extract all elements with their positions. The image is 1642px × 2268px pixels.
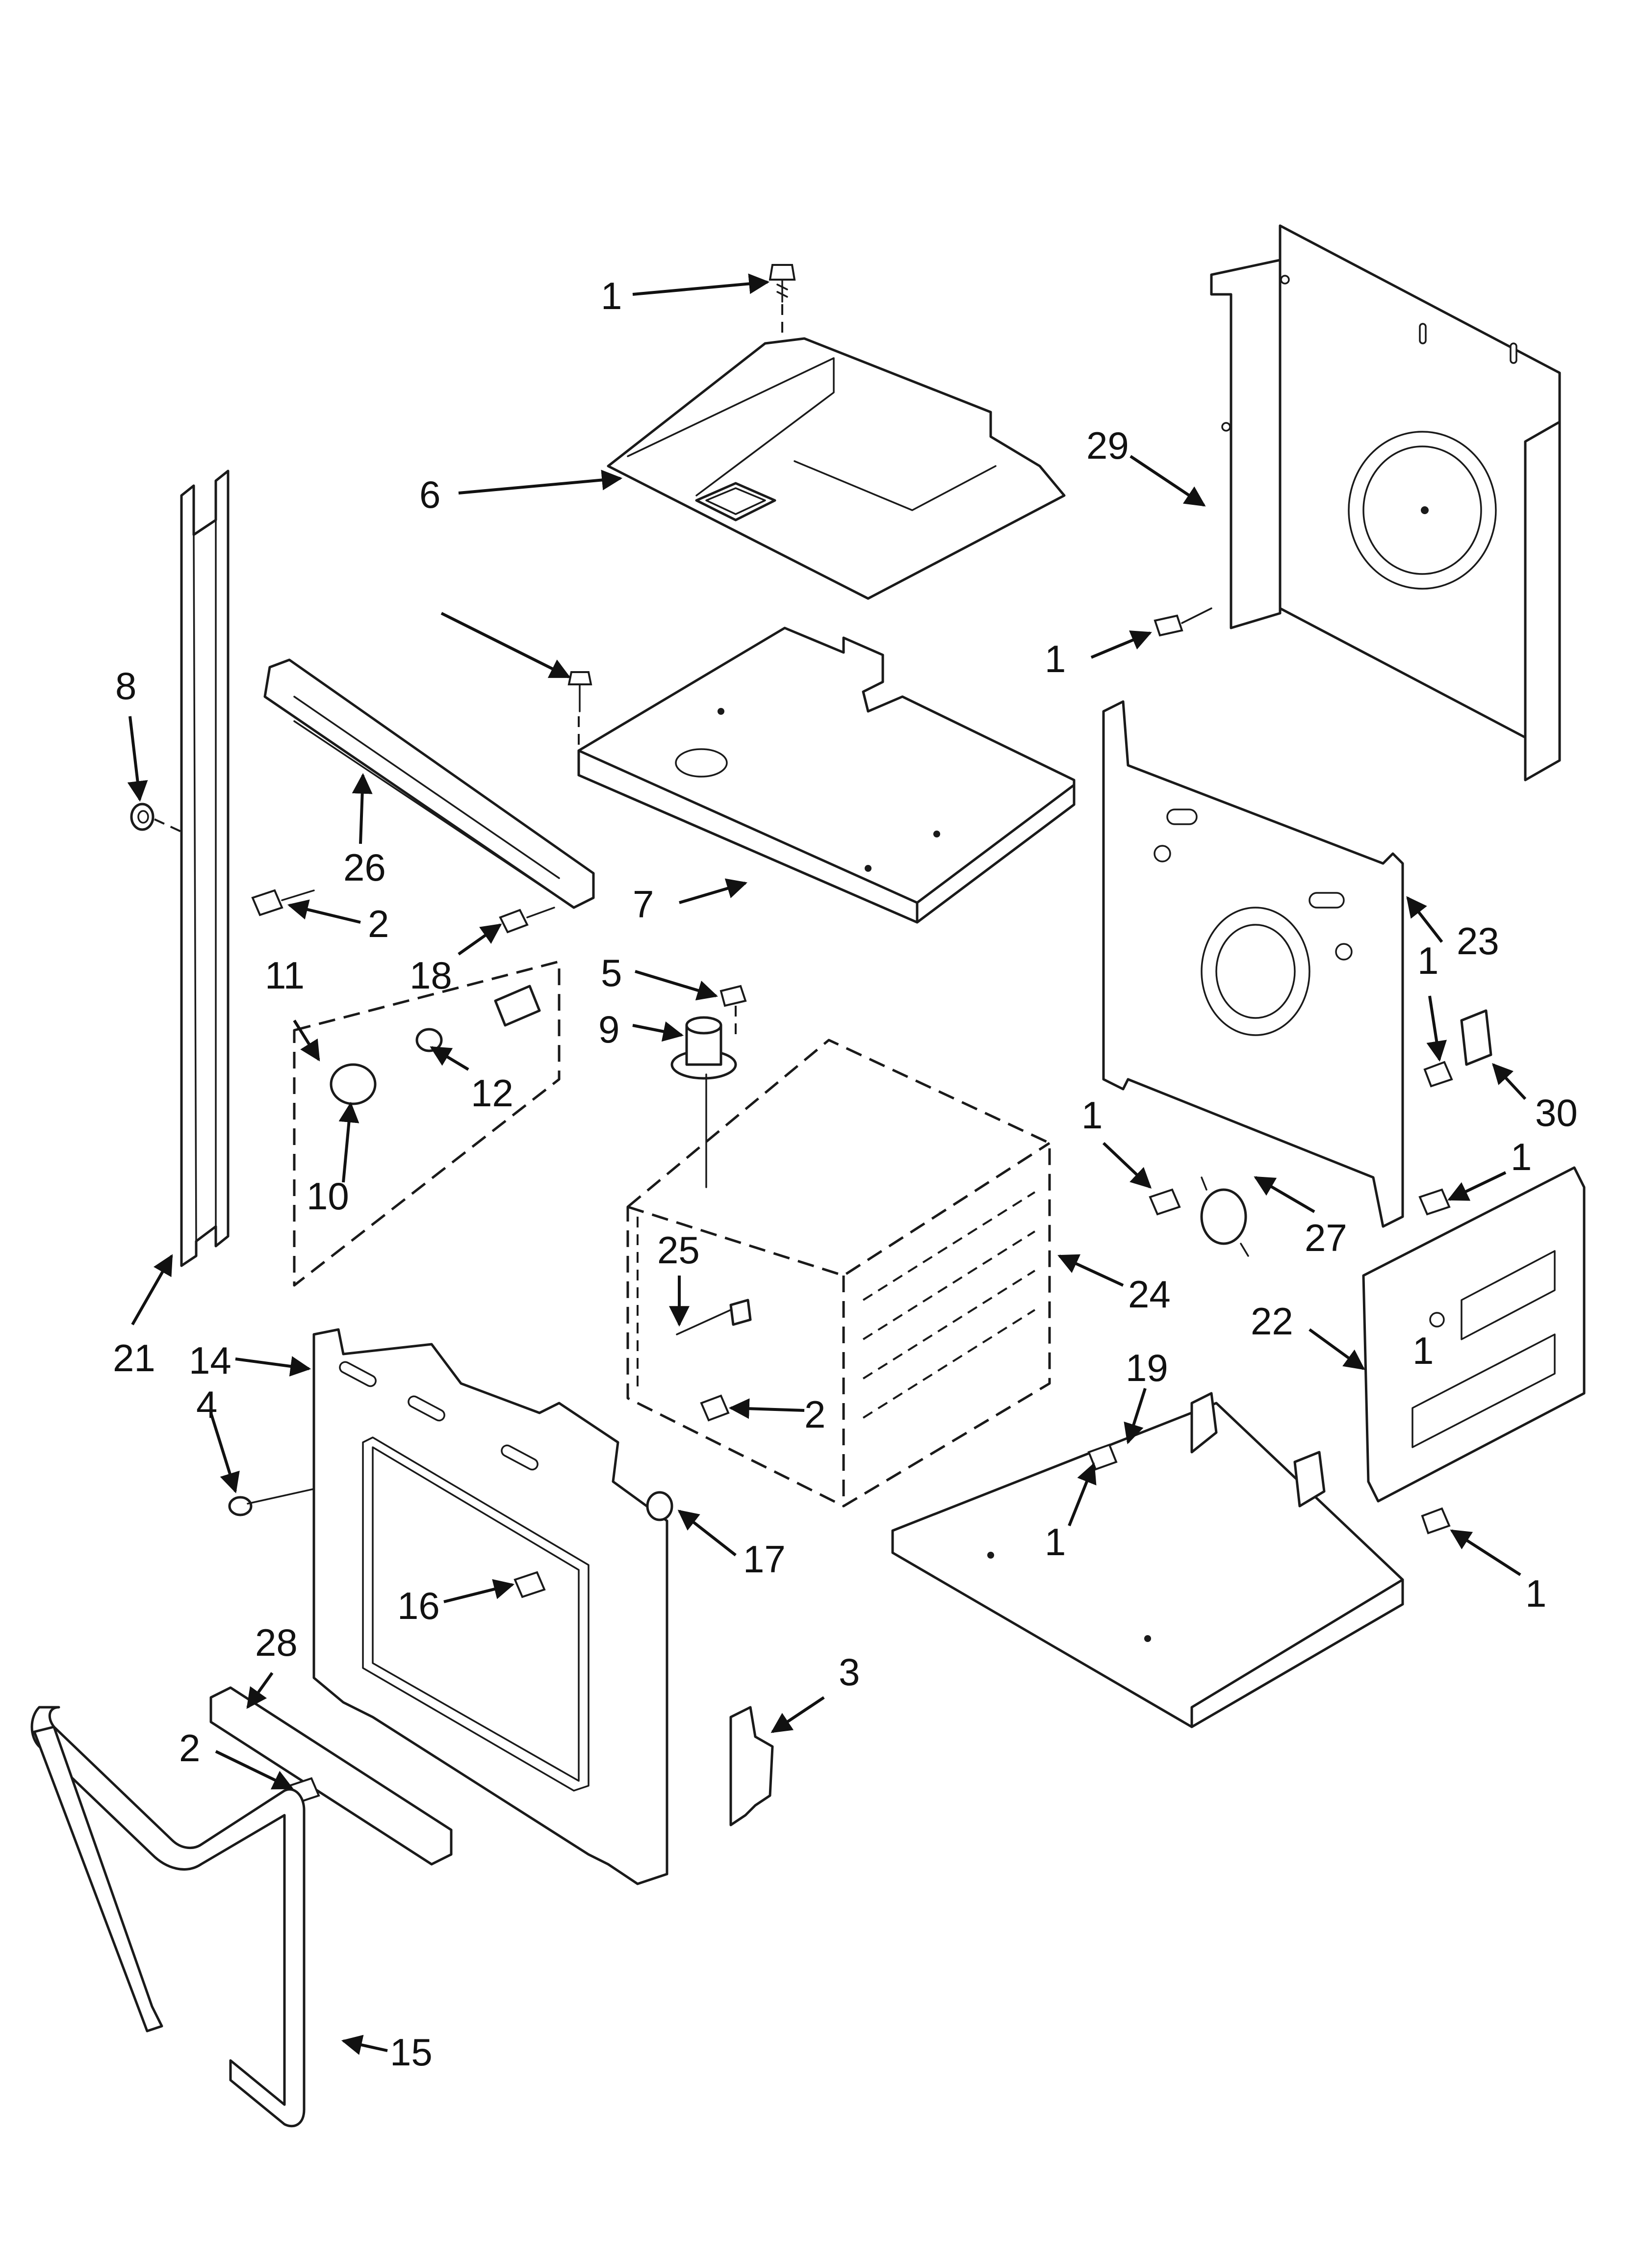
screw-rear-panel-icon xyxy=(1154,607,1212,637)
callout-label: 2 xyxy=(179,1726,200,1770)
callout-label: 2 xyxy=(368,902,389,945)
screw-22b-icon xyxy=(1421,1507,1451,1535)
top-baffle-part xyxy=(607,304,1066,600)
bracket-3-part xyxy=(729,1706,774,1826)
bracket-28-part xyxy=(209,1686,453,1866)
front-frame-part xyxy=(312,1328,668,1885)
callout-label: 26 xyxy=(343,846,386,889)
callout-label: 2 xyxy=(804,1393,825,1436)
screw-cavity-icon xyxy=(700,1394,730,1422)
bushing-17-icon xyxy=(646,1491,673,1521)
grommet-icon xyxy=(130,803,187,835)
bottom-panel-part xyxy=(891,1392,1404,1728)
callout-label: 6 xyxy=(419,473,440,516)
door-gasket-part xyxy=(30,1706,306,2128)
thermal-cutoff-part xyxy=(1200,1176,1249,1257)
callout-label: 11 xyxy=(265,954,305,997)
callout-label: 1 xyxy=(601,274,622,317)
callout-label: 22 xyxy=(1251,1300,1293,1343)
vent-grille-part xyxy=(263,658,595,909)
callout-label: 28 xyxy=(255,1621,298,1664)
bracket-30-icon xyxy=(1460,1009,1492,1066)
callout-label: 18 xyxy=(410,954,452,997)
rear-panel-part xyxy=(1210,224,1561,782)
callout-label: 3 xyxy=(839,1650,860,1694)
sensor-part xyxy=(670,1016,737,1188)
callout-label: 25 xyxy=(657,1228,700,1272)
callout-label: 8 xyxy=(115,664,136,707)
callout-label: 16 xyxy=(397,1584,440,1627)
callout-label: 17 xyxy=(743,1538,786,1581)
side-panel-part xyxy=(1362,1166,1586,1503)
callout-label: 4 xyxy=(196,1383,217,1426)
light-assembly-group xyxy=(293,960,561,1287)
callout-label: 1 xyxy=(1045,637,1066,680)
side-rail-part xyxy=(180,469,230,1267)
callout-label: 21 xyxy=(113,1336,155,1380)
callout-label: 1 xyxy=(1045,1520,1066,1564)
callout-label: 1 xyxy=(1525,1572,1546,1615)
callout-label: 29 xyxy=(1086,424,1129,467)
screw-16-icon xyxy=(513,1571,546,1598)
oven-cavity-part xyxy=(626,1039,1051,1508)
callout-label: 15 xyxy=(390,2031,433,2074)
callout-label: 1 xyxy=(1417,939,1438,982)
back-wall-part xyxy=(1102,700,1404,1228)
callout-labels: 1 6 29 1 8 26 2 7 18 11 5 9 23 1 30 12 1… xyxy=(113,274,1578,2074)
callout-label: 23 xyxy=(1457,919,1499,963)
callout-label: 27 xyxy=(1305,1216,1347,1259)
screw-5-icon xyxy=(719,985,747,1040)
callout-label: 24 xyxy=(1128,1273,1171,1316)
screw-18-icon xyxy=(499,907,555,934)
callout-label: 1 xyxy=(1081,1094,1103,1137)
screw-22-icon xyxy=(1418,1188,1451,1216)
screw-27-icon xyxy=(1149,1188,1181,1216)
callout-label: 10 xyxy=(307,1174,349,1218)
screw-top-panel-icon xyxy=(567,671,592,712)
screw-grille-icon xyxy=(251,889,315,916)
callout-label: 30 xyxy=(1535,1091,1578,1134)
top-panel-part xyxy=(577,626,1076,924)
pin-4-icon xyxy=(228,1488,315,1516)
leader-lines xyxy=(127,273,1527,2055)
callout-label: 7 xyxy=(633,883,654,926)
screw-23-icon xyxy=(1423,1061,1453,1088)
callout-label: 5 xyxy=(601,951,622,994)
callout-label: 14 xyxy=(189,1339,231,1382)
callout-label: 1 xyxy=(1412,1329,1434,1372)
callout-label: 12 xyxy=(471,1071,513,1115)
callout-label: 19 xyxy=(1126,1346,1168,1389)
screw-top-icon xyxy=(769,264,796,303)
probe-25-icon xyxy=(676,1299,752,1335)
callout-label: 1 xyxy=(1511,1135,1532,1178)
callout-label: 9 xyxy=(598,1008,619,1051)
